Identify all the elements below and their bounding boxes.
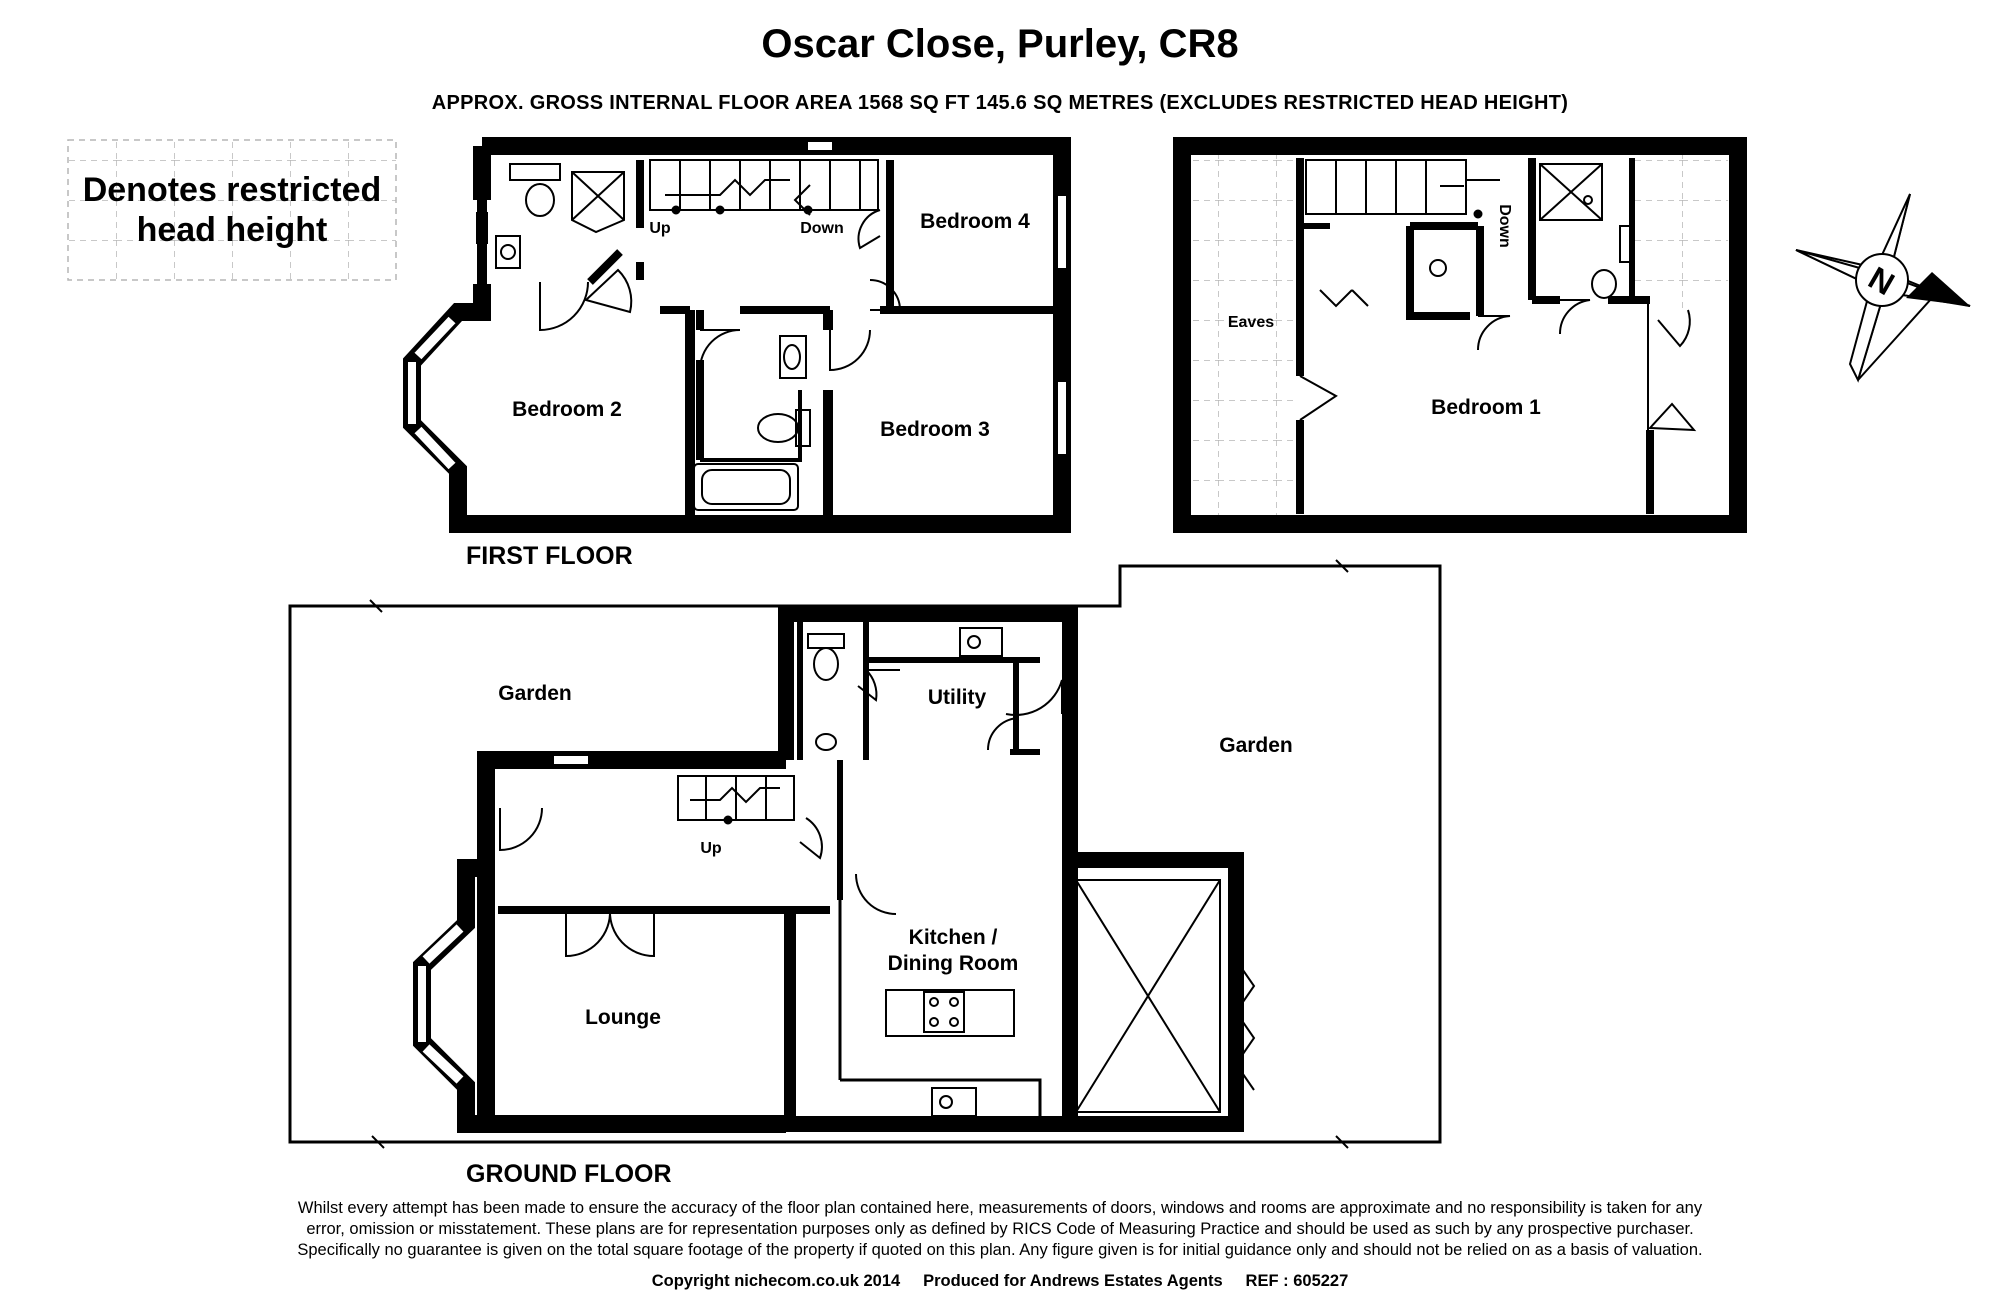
lounge-label: Lounge (585, 1006, 661, 1029)
rear-garden-label: Garden (1219, 734, 1293, 757)
ground-floor-plan (288, 559, 1442, 1149)
second-floor-plan (1173, 137, 1747, 533)
page-title: Oscar Close, Purley, CR8 (761, 22, 1239, 66)
disclaimer-line-3: Specifically no guarantee is given on th… (297, 1241, 1703, 1259)
disclaimer-line-2: error, omission or misstatement. These p… (306, 1220, 1694, 1238)
first-floor-plan (403, 137, 1071, 533)
compass-rose: N (1795, 193, 1971, 383)
front-garden-label: Garden (498, 682, 572, 705)
second-floor-stairs-down-label: Down (1496, 204, 1513, 248)
copyright-line: Copyright nichecom.co.uk 2014 Produced f… (651, 1272, 1349, 1290)
disclaimer-line-1: Whilst every attempt has been made to en… (297, 1199, 1703, 1217)
disclaimer-text: Whilst every attempt has been made to en… (220, 1198, 1780, 1261)
first-floor-label: FIRST FLOOR (466, 542, 633, 570)
bedroom-2-label: Bedroom 2 (512, 398, 622, 421)
ground-floor-label: GROUND FLOOR (466, 1160, 672, 1188)
ground-floor-stairs-up-label: Up (700, 840, 722, 857)
restricted-head-height-swatch (67, 139, 397, 281)
bedroom-1-label: Bedroom 1 (1431, 396, 1541, 419)
utility-label: Utility (928, 686, 987, 709)
bedroom-4-label: Bedroom 4 (920, 210, 1030, 233)
legend-line-2: head height (136, 211, 328, 249)
first-floor-stairs-up-label: Up (649, 220, 671, 237)
kitchen-label-line1: Kitchen / (909, 926, 998, 949)
first-floor-stairs-down-label: Down (800, 220, 844, 237)
eaves-label: Eaves (1228, 314, 1274, 331)
floor-area-subtitle: APPROX. GROSS INTERNAL FLOOR AREA 1568 S… (431, 92, 1569, 114)
restricted-head-height-legend: Denotes restricted head height (68, 140, 396, 280)
bedroom-3-label: Bedroom 3 (880, 418, 990, 441)
compass-north-arrow-icon (1906, 272, 1970, 306)
kitchen-label-line2: Dining Room (888, 952, 1019, 975)
legend-line-1: Denotes restricted (82, 171, 382, 209)
